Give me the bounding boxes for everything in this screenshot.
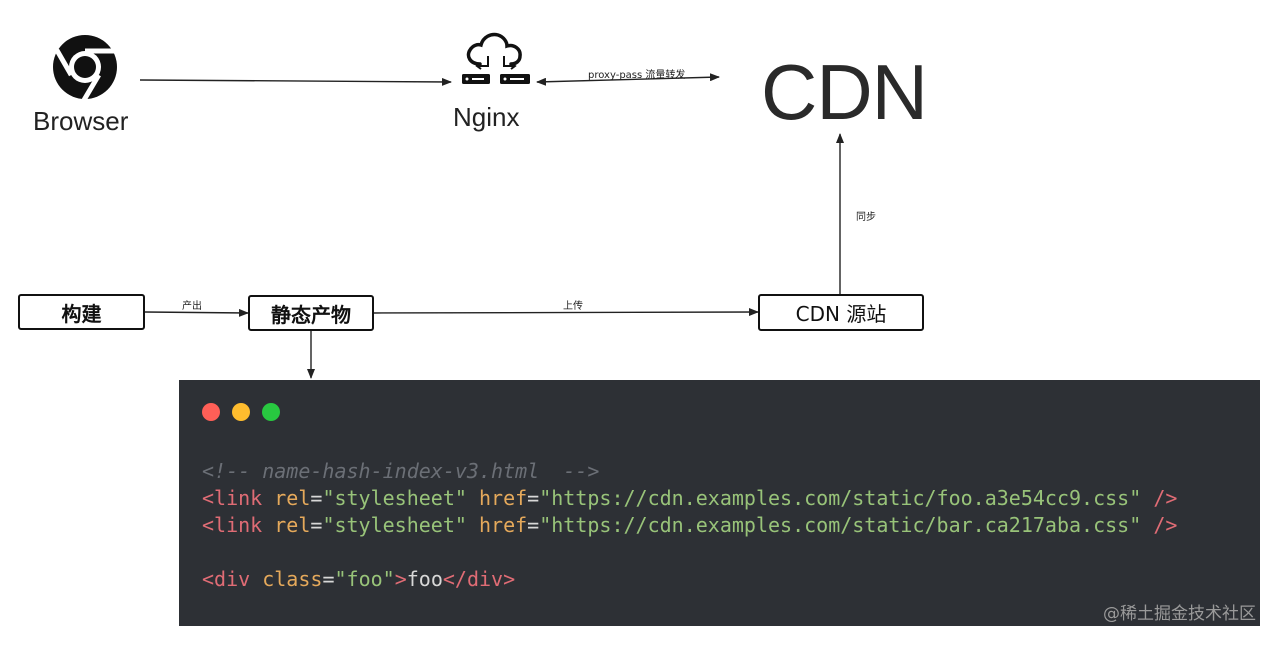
arrow-assets-to-origin [373,308,759,317]
edge-label-proxy-pass: proxy-pass 流量转发 [588,70,686,81]
static-assets-box: 静态产物 [248,295,374,331]
cdn-title: CDN [761,48,928,136]
chrome-browser-icon [53,35,117,100]
edge-label-sync: 同步 [856,212,876,223]
watermark: @稀土掘金技术社区 [1103,604,1256,624]
cdn-origin-box: CDN 源站 [758,294,924,331]
edge-label-upload: 上传 [563,301,583,312]
code-line-comment: <!-- name-hash-index-v3.html --> [202,459,600,483]
build-box: 构建 [18,294,145,330]
window-maximize-dot [262,403,280,421]
code-line-link2: <link rel="stylesheet" href="https://cdn… [202,513,1178,537]
arrow-nginx-cdn-bidirectional [536,73,720,86]
code-block: <!-- name-hash-index-v3.html --> <link re… [202,458,1177,593]
edge-label-produce: 产出 [182,301,202,312]
arrow-browser-to-nginx [139,77,452,86]
nginx-label: Nginx [453,102,520,132]
arrow-build-to-assets [144,308,249,317]
window-minimize-dot [232,403,250,421]
code-line-blank [202,539,1177,566]
code-line-link1: <link rel="stylesheet" href="https://cdn… [202,486,1178,510]
code-line-div: <div class="foo">foo</div> [202,567,516,591]
code-window: <!-- name-hash-index-v3.html --> <link re… [179,380,1260,626]
nginx-cloud-server-icon [462,32,530,84]
browser-label: Browser [33,106,129,136]
window-close-dot [202,403,220,421]
